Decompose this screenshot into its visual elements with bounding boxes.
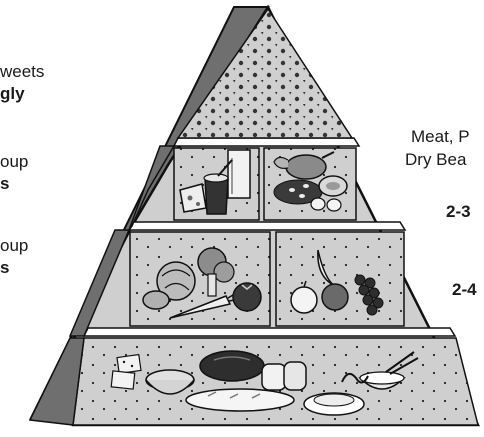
rice-plate-icon (304, 393, 364, 415)
orange-icon (322, 284, 348, 310)
milk-glass-icon (228, 150, 250, 198)
tomato-icon (233, 283, 261, 311)
label-left-vegetable-servings: s (0, 258, 9, 278)
tier-vegetable-group (130, 232, 270, 326)
label-right-meat-servings: 2-3 (446, 202, 471, 222)
label-left-milk-servings: s (0, 174, 9, 194)
tier-fruit-group (276, 232, 404, 326)
label-left-sweets: weets (0, 62, 44, 82)
label-left-vegetable-group: oup (0, 236, 28, 256)
bread-slices-icon (262, 362, 306, 390)
bread-loaf-icon (200, 351, 264, 381)
meat-steak-icon (319, 176, 347, 196)
label-right-dry-beans: Dry Bea (405, 150, 466, 170)
cheese-wedge-icon (180, 184, 206, 212)
french-bread-icon (186, 389, 294, 411)
potato-icon (143, 291, 169, 309)
label-left-sparingly: gly (0, 84, 25, 104)
label-right-fruit-servings: 2-4 (452, 280, 477, 300)
label-right-meat-group: Meat, P (411, 127, 470, 147)
label-left-milk-group: oup (0, 152, 28, 172)
